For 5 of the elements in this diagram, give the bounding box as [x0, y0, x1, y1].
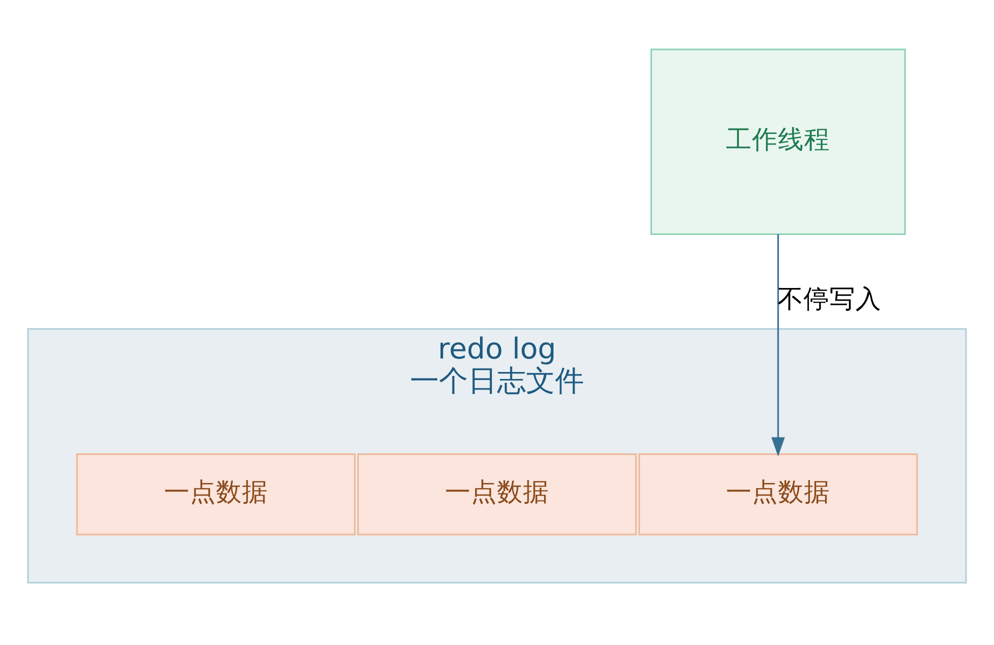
node-box: 一点数据: [76, 453, 356, 536]
node-box: 一点数据: [638, 453, 918, 536]
node-box: 一点数据: [357, 453, 637, 536]
arrow: [771, 234, 785, 457]
node-box: 工作线程: [650, 48, 906, 235]
